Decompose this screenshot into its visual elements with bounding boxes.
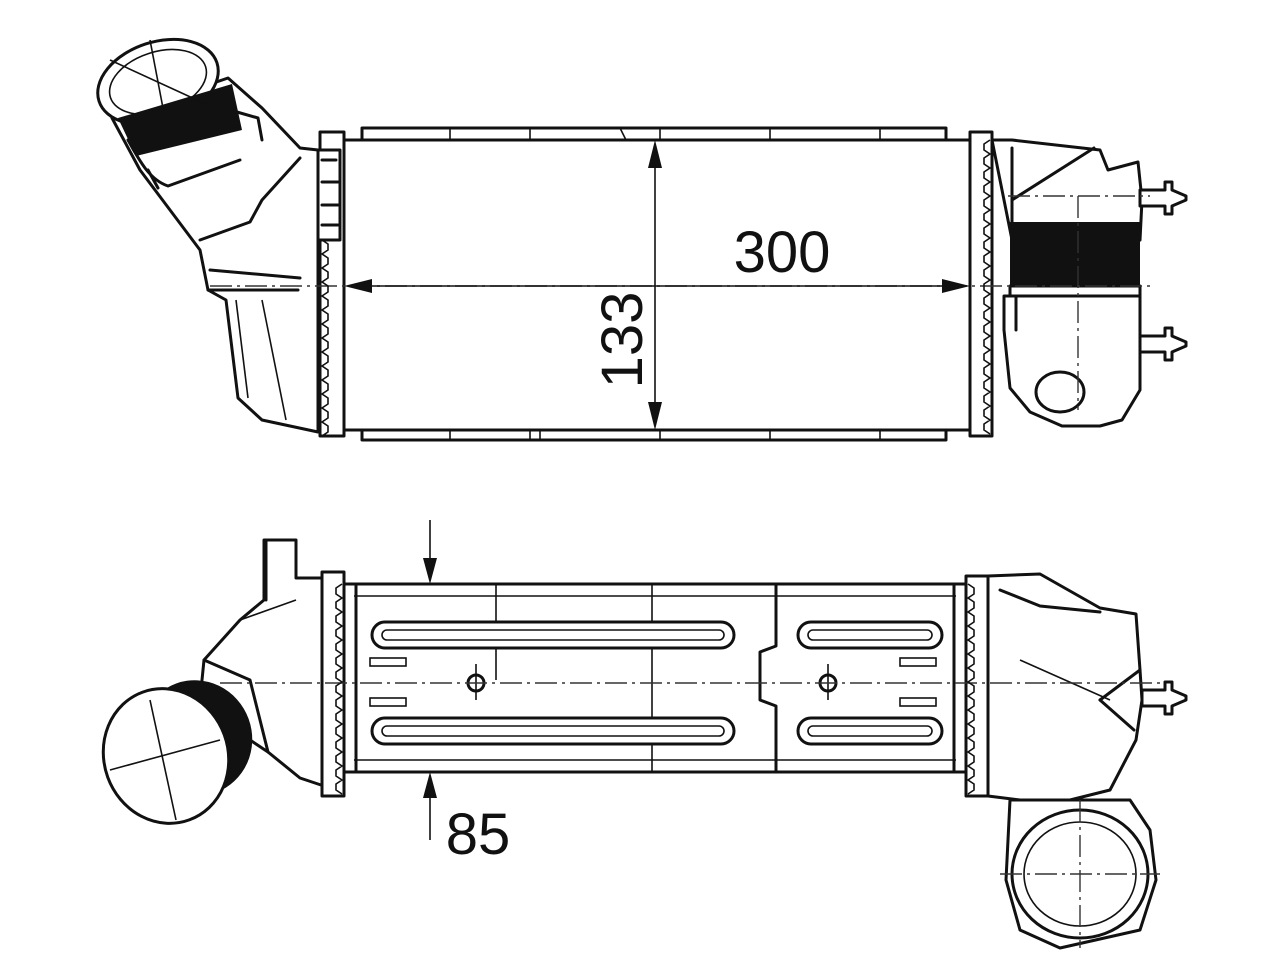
right-outlet <box>990 138 1188 428</box>
dimension-133: 133 <box>590 140 662 430</box>
left-end-tank <box>316 130 346 438</box>
bottom-core <box>342 582 968 774</box>
depth-dimension-label: 85 <box>446 802 511 867</box>
tank-serration <box>966 583 975 795</box>
top-core <box>342 126 972 442</box>
bottom-right-outlet <box>986 572 1188 950</box>
tank-serration <box>335 583 344 795</box>
width-dimension-label: 300 <box>734 220 831 285</box>
bottom-right-end-tank <box>964 574 990 798</box>
height-dimension-label: 133 <box>590 292 655 389</box>
dimension-85: 85 <box>423 520 510 867</box>
top-view: 300 133 <box>96 37 1188 442</box>
bottom-left-end-tank <box>320 570 346 798</box>
left-inlet-pipe <box>96 37 320 434</box>
bottom-view: 85 <box>101 520 1188 950</box>
tank-serration <box>983 139 992 435</box>
tank-serration <box>320 239 329 437</box>
bottom-left-inlet-pipe <box>101 538 326 825</box>
dimension-300: 300 <box>344 220 970 293</box>
